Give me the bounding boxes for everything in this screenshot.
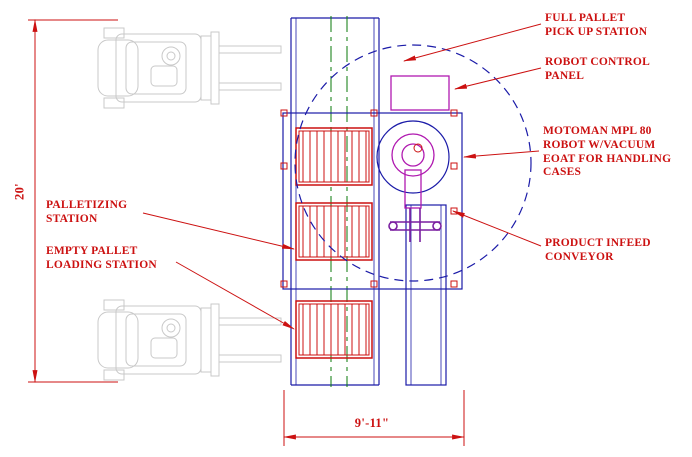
leader-palletizing	[142, 212, 296, 250]
callout-full-pallet-pickup: FULL PALLET PICK UP STATION	[545, 12, 648, 38]
robot-reach-envelope	[294, 44, 532, 282]
dimension-depth-text: 20'	[12, 183, 27, 200]
leader-robot-panel	[453, 67, 542, 90]
callout-product-infeed: PRODUCT INFEED CONVEYOR	[545, 237, 651, 263]
motoman-robot	[376, 120, 450, 242]
callout-robot-control-panel: ROBOT CONTROL PANEL	[545, 56, 650, 82]
dimension-width	[282, 390, 466, 446]
product-infeed-conveyor	[405, 204, 447, 386]
pallet-1	[295, 127, 373, 186]
palletizing-station-frame	[282, 112, 463, 290]
callout-motoman-robot: MOTOMAN MPL 80 ROBOT W/VACUUM EOAT FOR H…	[543, 125, 672, 179]
pallet-3	[295, 300, 373, 359]
leader-motoman	[462, 150, 540, 159]
callout-empty-pallet-loading: EMPTY PALLET LOADING STATION	[46, 245, 157, 271]
forklift-ghost-bottom	[97, 299, 282, 381]
dimension-depth	[28, 18, 118, 384]
forklift-ghost-top	[97, 27, 282, 109]
leader-empty-pallet	[175, 261, 295, 330]
leader-full-pallet	[402, 23, 542, 62]
dimension-width-text: 9'-11"	[354, 416, 390, 430]
robot-control-panel	[390, 75, 450, 111]
callout-leaders	[142, 23, 542, 330]
pallet-2	[295, 202, 373, 261]
leader-infeed	[451, 210, 542, 247]
callout-palletizing-station: PALLETIZING STATION	[46, 199, 128, 225]
